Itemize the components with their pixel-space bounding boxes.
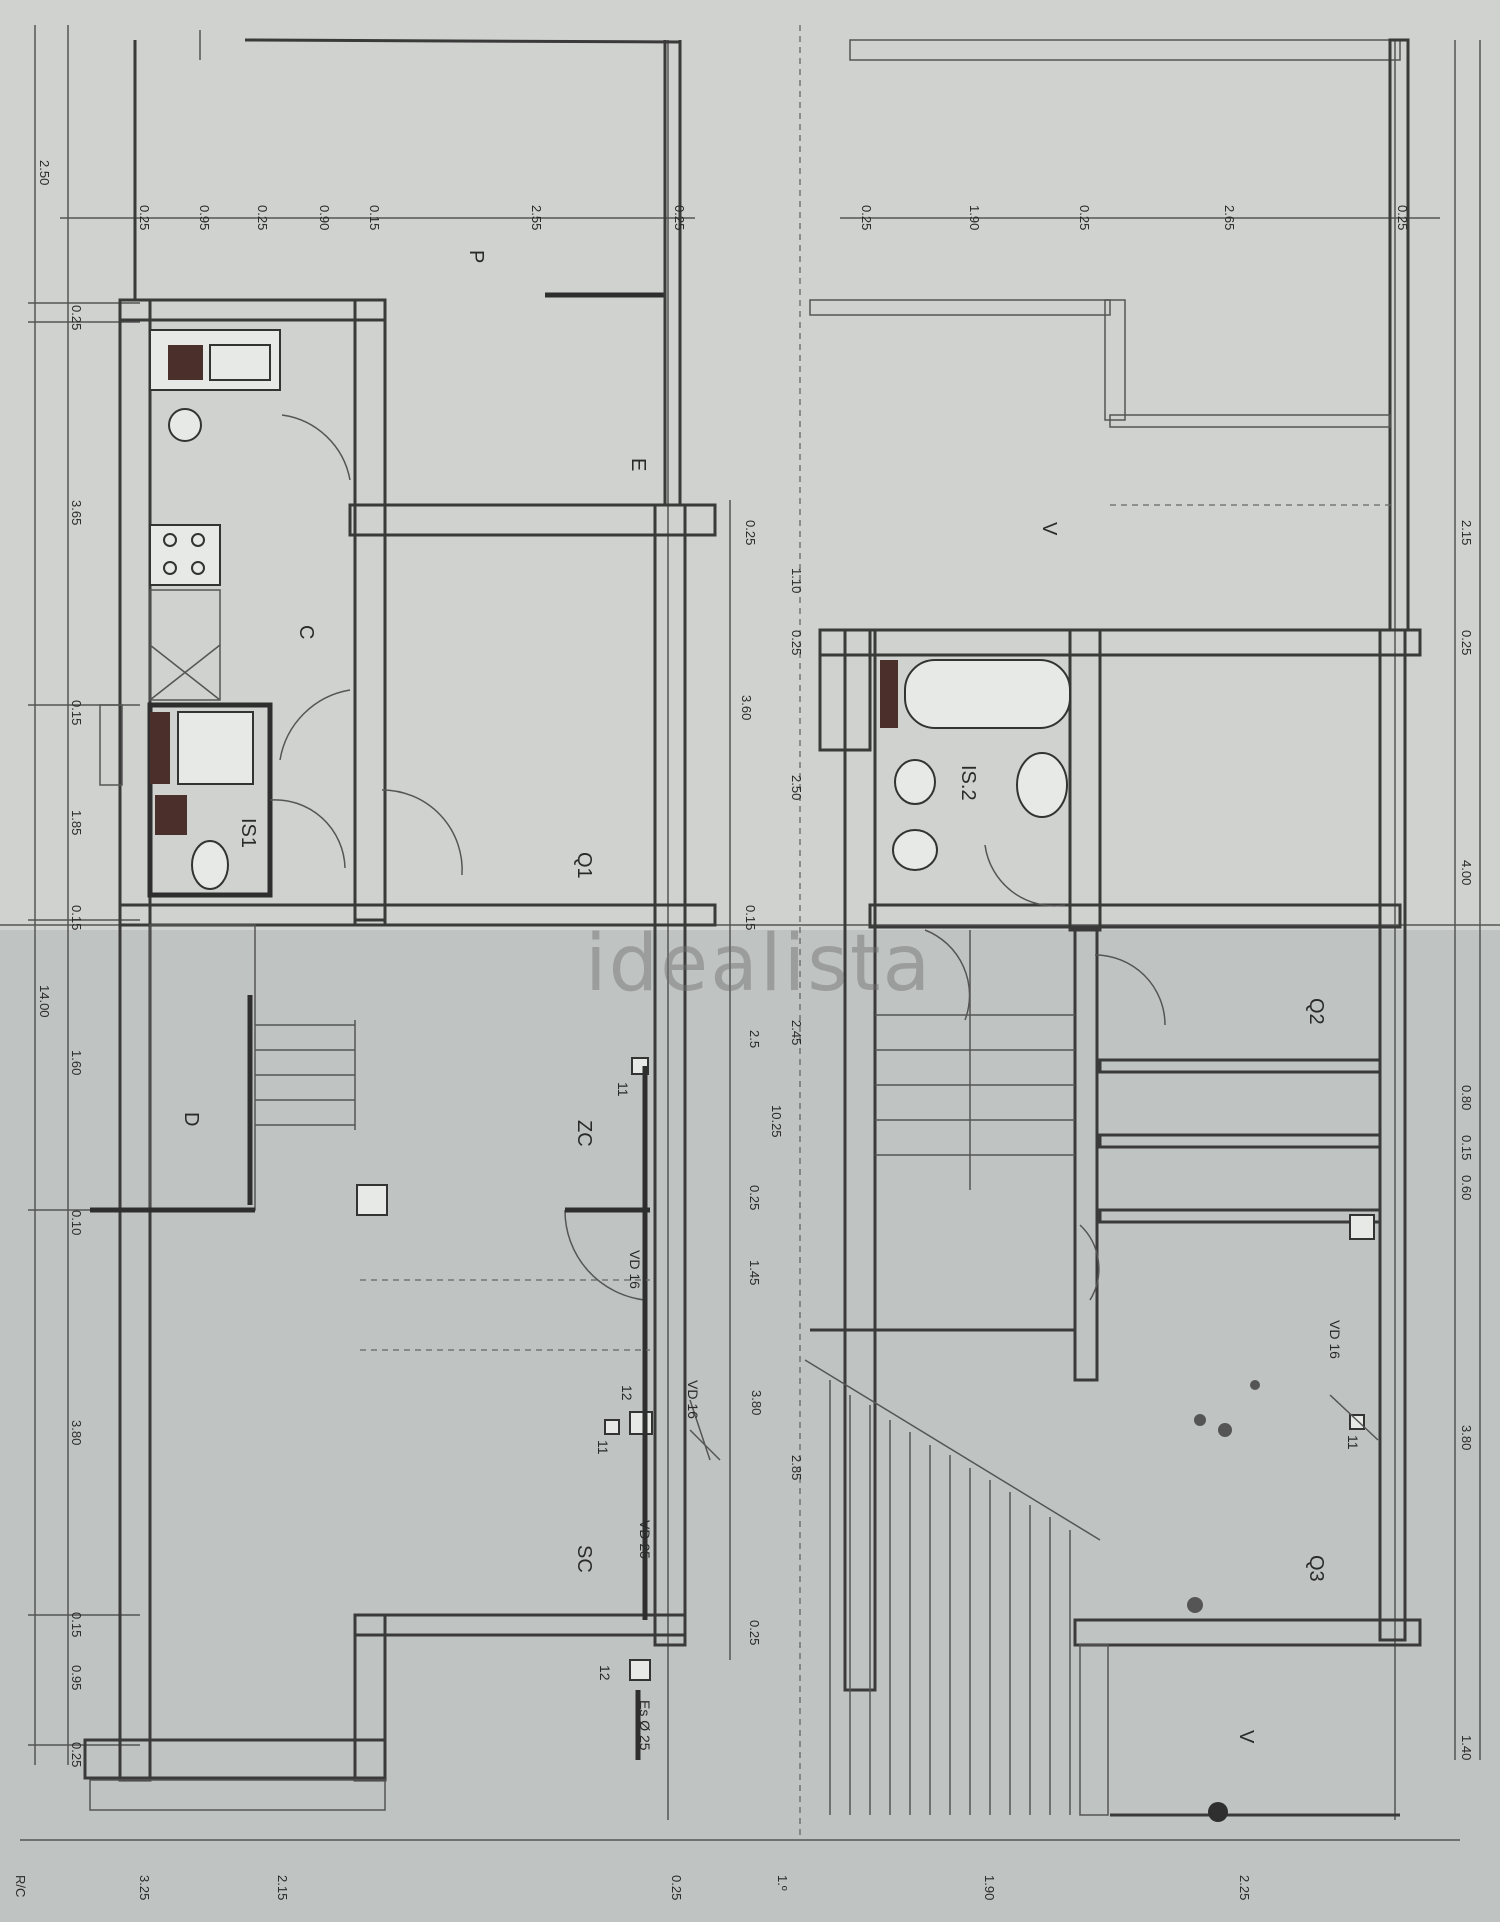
dim-bottom-rc: R/C [13,1875,28,1897]
room-label-q3: Q3 [1305,1555,1327,1582]
tag-vd25: VD 25 [637,1520,653,1559]
dim-bottom-0-25: 0.25 [669,1875,684,1900]
dim-right-0-25: 0.25 [1459,630,1474,655]
dim-3-65: 3.65 [69,500,84,525]
dim-mid-0-25-d: 0.25 [747,1620,762,1645]
room-label-v-top: V [1038,522,1060,536]
dim-mid-1-10: 1.10 [789,568,804,593]
tag-11-b: 11 [595,1440,611,1455]
dim-top-r-0-25-a: 0.25 [859,205,874,230]
dim-right-4-00: 4.00 [1459,860,1474,885]
dim-top-r-1-90: 1.90 [967,205,982,230]
dim-bottom-3-25: 3.25 [137,1875,152,1900]
dim-bottom-2-15: 2.15 [275,1875,290,1900]
dim-bottom-2-25: 2.25 [1237,1875,1252,1900]
room-label-c: C [295,625,317,639]
dim-top-r-0-25-c: 0.25 [1395,205,1410,230]
dim-0-15-b: 0.15 [69,905,84,930]
dim-3-80-l: 3.80 [69,1420,84,1445]
tag-11-c: 11 [1345,1435,1361,1450]
dim-top-0-15: 0.15 [367,205,382,230]
tag-12-a: 12 [619,1385,635,1401]
dim-right-3-80: 3.80 [1459,1425,1474,1450]
dim-mid-0-25-c: 0.25 [747,1185,762,1210]
first-floor-plan [804,38,1422,1822]
annotation-tags: 11 VD 16 12 VD 16 11 VD 25 12 Es Ø 25 VD… [595,1082,1361,1751]
dim-mid-10-25: 10.25 [769,1105,784,1138]
tag-vd16-c: VD 16 [1327,1320,1343,1359]
dim-mid-2-85: 2.85 [789,1455,804,1480]
dim-right-2-15: 2.15 [1459,520,1474,545]
tag-es-25: Es Ø 25 [637,1700,653,1751]
dim-mid-2-50: 2.50 [789,775,804,800]
dim-top-2-55: 2.55 [529,205,544,230]
tag-12-b: 12 [597,1665,613,1681]
dim-right-0-15: 0.15 [1459,1135,1474,1160]
dim-mid-0-15: 0.15 [743,905,758,930]
dim-top-0-25-c: 0.25 [672,205,687,230]
dim-mid-1-45: 1.45 [747,1260,762,1285]
room-label-p: P [465,250,487,263]
dim-1-85: 1.85 [69,810,84,835]
dim-mid-3-80: 3.80 [749,1390,764,1415]
dim-mid-3-60: 3.60 [739,695,754,720]
dim-mid-2-45: 2.45 [789,1020,804,1045]
room-label-sc: SC [573,1545,595,1573]
dim-0-95-l: 0.95 [69,1665,84,1690]
dim-0-25-l: 0.25 [69,305,84,330]
room-label-v-bottom: V [1235,1730,1257,1744]
dim-mid-2-5: 2.5 [747,1030,762,1048]
dim-2-50: 2.50 [37,160,52,185]
dim-mid-0-25-b: 0.25 [789,630,804,655]
room-label-is2: IS.2 [957,765,979,801]
dim-right-0-80: 0.80 [1459,1085,1474,1110]
dim-top-0-25-b: 0.25 [255,205,270,230]
room-label-zc: ZC [573,1120,595,1147]
dim-top-r-2-65: 2.65 [1222,205,1237,230]
dim-1-60: 1.60 [69,1050,84,1075]
dim-top-0-90: 0.90 [317,205,332,230]
tag-11-a: 11 [615,1082,631,1097]
dim-top-0-95: 0.95 [197,205,212,230]
dim-bottom-1-90: 1.90 [982,1875,997,1900]
ground-floor-plan [83,30,721,1811]
room-labels: P E C IS1 Q1 D ZC SC V IS.2 Q2 Q3 V [180,250,1327,1744]
dimension-labels: 2.50 0.25 3.65 0.15 1.85 0.15 14.00 1.60… [13,160,1474,1900]
watermark-text: idealista [585,919,932,1009]
dim-0-25-lb: 0.25 [69,1742,84,1767]
dim-top-r-0-25-b: 0.25 [1077,205,1092,230]
room-label-d: D [180,1112,202,1126]
dim-bottom-one: 1.º [775,1875,790,1891]
dim-right-1-40: 1.40 [1459,1735,1474,1760]
tag-vd16-b: VD 16 [685,1380,701,1419]
room-label-q2: Q2 [1305,998,1327,1025]
dim-0-15-a: 0.15 [69,700,84,725]
paper-lower-shade [0,930,1500,1922]
tag-vd16-a: VD 16 [627,1250,643,1289]
dim-top-0-25-a: 0.25 [137,205,152,230]
room-label-e: E [627,458,649,471]
room-label-is1: IS1 [237,818,259,848]
room-label-q1: Q1 [573,852,595,879]
dim-0-15-c: 0.15 [69,1612,84,1637]
dim-mid-0-25-a: 0.25 [743,520,758,545]
dim-0-10: 0.10 [69,1210,84,1235]
dim-14-00: 14.00 [37,985,52,1018]
dim-right-0-60: 0.60 [1459,1175,1474,1200]
